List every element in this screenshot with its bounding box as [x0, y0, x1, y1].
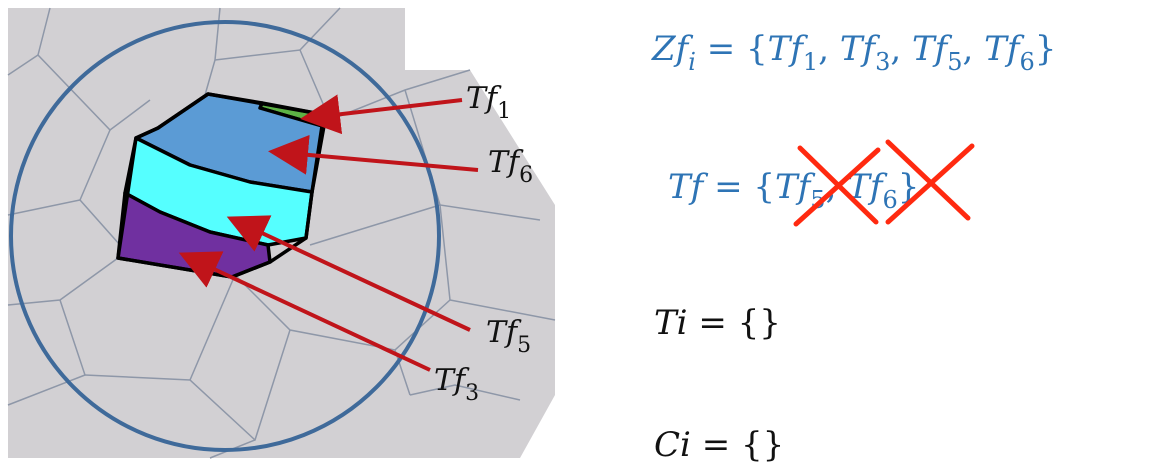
label-tf6: Tf6: [488, 145, 533, 188]
cross-mark-tf6: [885, 139, 975, 225]
arrow-tf5: [226, 215, 471, 332]
equation-tf: Tf = {Tf5, Tf6}: [668, 167, 919, 214]
arrow-tf3: [178, 251, 431, 372]
label-tf3: Tf3: [434, 363, 479, 406]
arrow-tf6: [268, 134, 479, 175]
cell-outline: [116, 92, 328, 279]
equation-zf: Zfi = {Tf1, Tf3, Tf5, Tf6}: [651, 29, 1056, 76]
equation-ci: Ci = {}: [654, 425, 784, 465]
arrows: [178, 94, 479, 372]
cross-marks: [793, 139, 975, 227]
zone-circle: [9, 20, 441, 452]
label-tf1: Tf1: [466, 81, 511, 124]
cross-mark-tf5: [793, 145, 881, 227]
arrow-tf1: [300, 94, 463, 135]
equation-ti: Ti = {}: [654, 303, 781, 343]
label-tf5: Tf5: [486, 315, 531, 358]
